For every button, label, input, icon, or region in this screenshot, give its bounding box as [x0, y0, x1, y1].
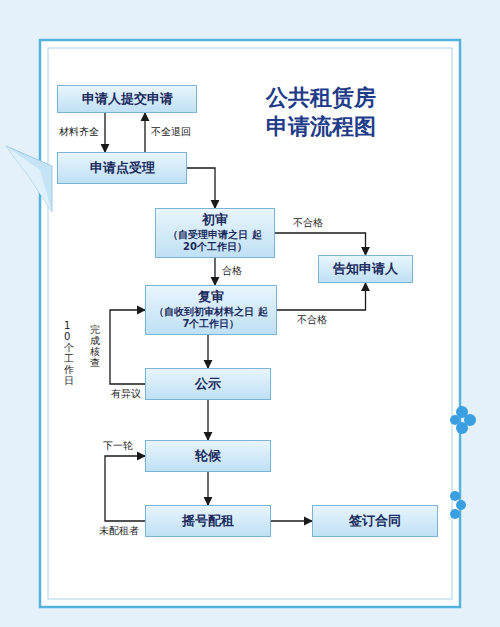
note-label: 10个工作日 — [64, 320, 74, 386]
flow-arrow — [144, 113, 145, 152]
flow-arrow — [207, 335, 208, 368]
box-heading: 公示 — [195, 376, 221, 392]
box-heading: 复审 — [198, 289, 224, 305]
flow-arrow — [110, 310, 145, 384]
process-box: 复审（自收到初审材料之日 起7个工作日） — [145, 285, 277, 335]
box-heading: 签订合同 — [349, 513, 401, 529]
note-label: 下一轮 — [102, 440, 134, 452]
process-box: 摇号配租 — [145, 505, 271, 537]
flow-arrow — [105, 456, 145, 521]
flower-decoration — [450, 406, 476, 519]
box-heading: 告知申请人 — [333, 261, 398, 277]
flow-arrow — [207, 400, 208, 440]
process-box: 签订合同 — [312, 505, 438, 537]
process-box: 告知申请人 — [318, 255, 413, 283]
outer-frame — [40, 40, 460, 607]
edge-label: 合格 — [221, 265, 243, 277]
edge-label: 材料齐全 — [58, 126, 100, 138]
process-box: 初审（自受理申请之日 起20个工作日） — [155, 208, 275, 258]
process-box: 公示 — [145, 368, 271, 400]
edge-label: 有异议 — [110, 388, 142, 400]
box-heading: 摇号配租 — [182, 513, 234, 529]
diagram-title: 公共租赁房 申请流程图 — [266, 84, 398, 141]
box-heading: 申请点受理 — [90, 160, 155, 176]
box-heading: 初审 — [202, 212, 228, 228]
flow-arrow — [214, 258, 215, 285]
box-note: （自受理申请之日 起20个工作日） — [162, 229, 268, 254]
flow-arrow — [187, 168, 215, 208]
process-box: 申请点受理 — [57, 152, 187, 184]
flow-arrow — [207, 472, 208, 505]
flow-arrow — [104, 113, 105, 152]
box-note: （自收到初审材料之日 起7个工作日） — [152, 306, 270, 331]
flow-arrow — [275, 233, 366, 255]
edge-label: 不合格 — [292, 217, 324, 229]
box-heading: 申请人提交申请 — [82, 91, 173, 107]
box-heading: 轮候 — [195, 448, 221, 464]
process-box: 申请人提交申请 — [57, 85, 197, 113]
edge-label: 不合格 — [296, 314, 328, 326]
flow-arrow — [277, 283, 366, 310]
edge-label: 不全退回 — [150, 126, 192, 138]
note-label: 完成核查 — [90, 324, 100, 368]
flow-arrow — [271, 520, 312, 521]
paper-plane — [6, 146, 52, 212]
inner-frame — [48, 48, 452, 599]
edge-label: 未配租者 — [98, 525, 140, 537]
process-box: 轮候 — [145, 440, 271, 472]
